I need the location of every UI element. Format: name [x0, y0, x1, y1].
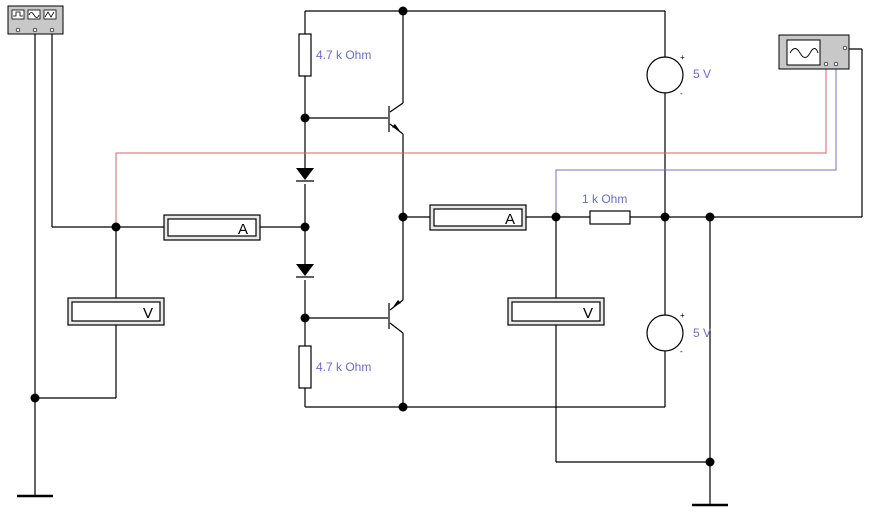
ammeter-left-label: A	[238, 221, 248, 238]
resistor-bottom-label: 4.7 k Ohm	[316, 360, 371, 374]
junction-dots	[30, 6, 715, 467]
svg-text:+: +	[680, 53, 685, 62]
diode-bottom[interactable]	[296, 264, 314, 278]
wires	[34, 10, 863, 505]
svg-text:-: -	[680, 89, 683, 98]
oscilloscope-icon[interactable]	[778, 34, 850, 70]
voltage-source-bottom[interactable]: + -	[646, 311, 685, 356]
resistor-bottom[interactable]	[298, 345, 312, 389]
voltage-source-top[interactable]: + -	[646, 53, 685, 98]
resistor-top[interactable]	[298, 33, 312, 77]
probe-wire-blue	[555, 68, 837, 217]
voltage-source-bottom-label: 5 V	[693, 326, 711, 340]
resistor-load[interactable]	[589, 210, 631, 225]
svg-text:-: -	[680, 347, 683, 356]
voltmeter-right[interactable]: V	[507, 297, 605, 326]
ammeter-right[interactable]: A	[429, 204, 527, 231]
ammeter-left[interactable]: A	[163, 214, 261, 241]
voltmeter-left-label: V	[143, 305, 153, 322]
transistor-top-arrow	[392, 124, 400, 131]
resistor-load-label: 1 k Ohm	[582, 192, 627, 206]
voltage-source-top-label: 5 V	[693, 67, 711, 81]
transistor-bottom-arrow	[393, 300, 401, 307]
function-generator-icon[interactable]	[7, 5, 64, 35]
probe-wire-red	[115, 68, 827, 227]
voltmeter-left[interactable]: V	[67, 297, 165, 326]
voltmeter-right-label: V	[583, 305, 593, 322]
resistor-top-label: 4.7 k Ohm	[316, 48, 371, 62]
diode-top[interactable]	[296, 168, 314, 182]
svg-text:+: +	[680, 311, 685, 320]
ammeter-right-label: A	[505, 211, 515, 228]
